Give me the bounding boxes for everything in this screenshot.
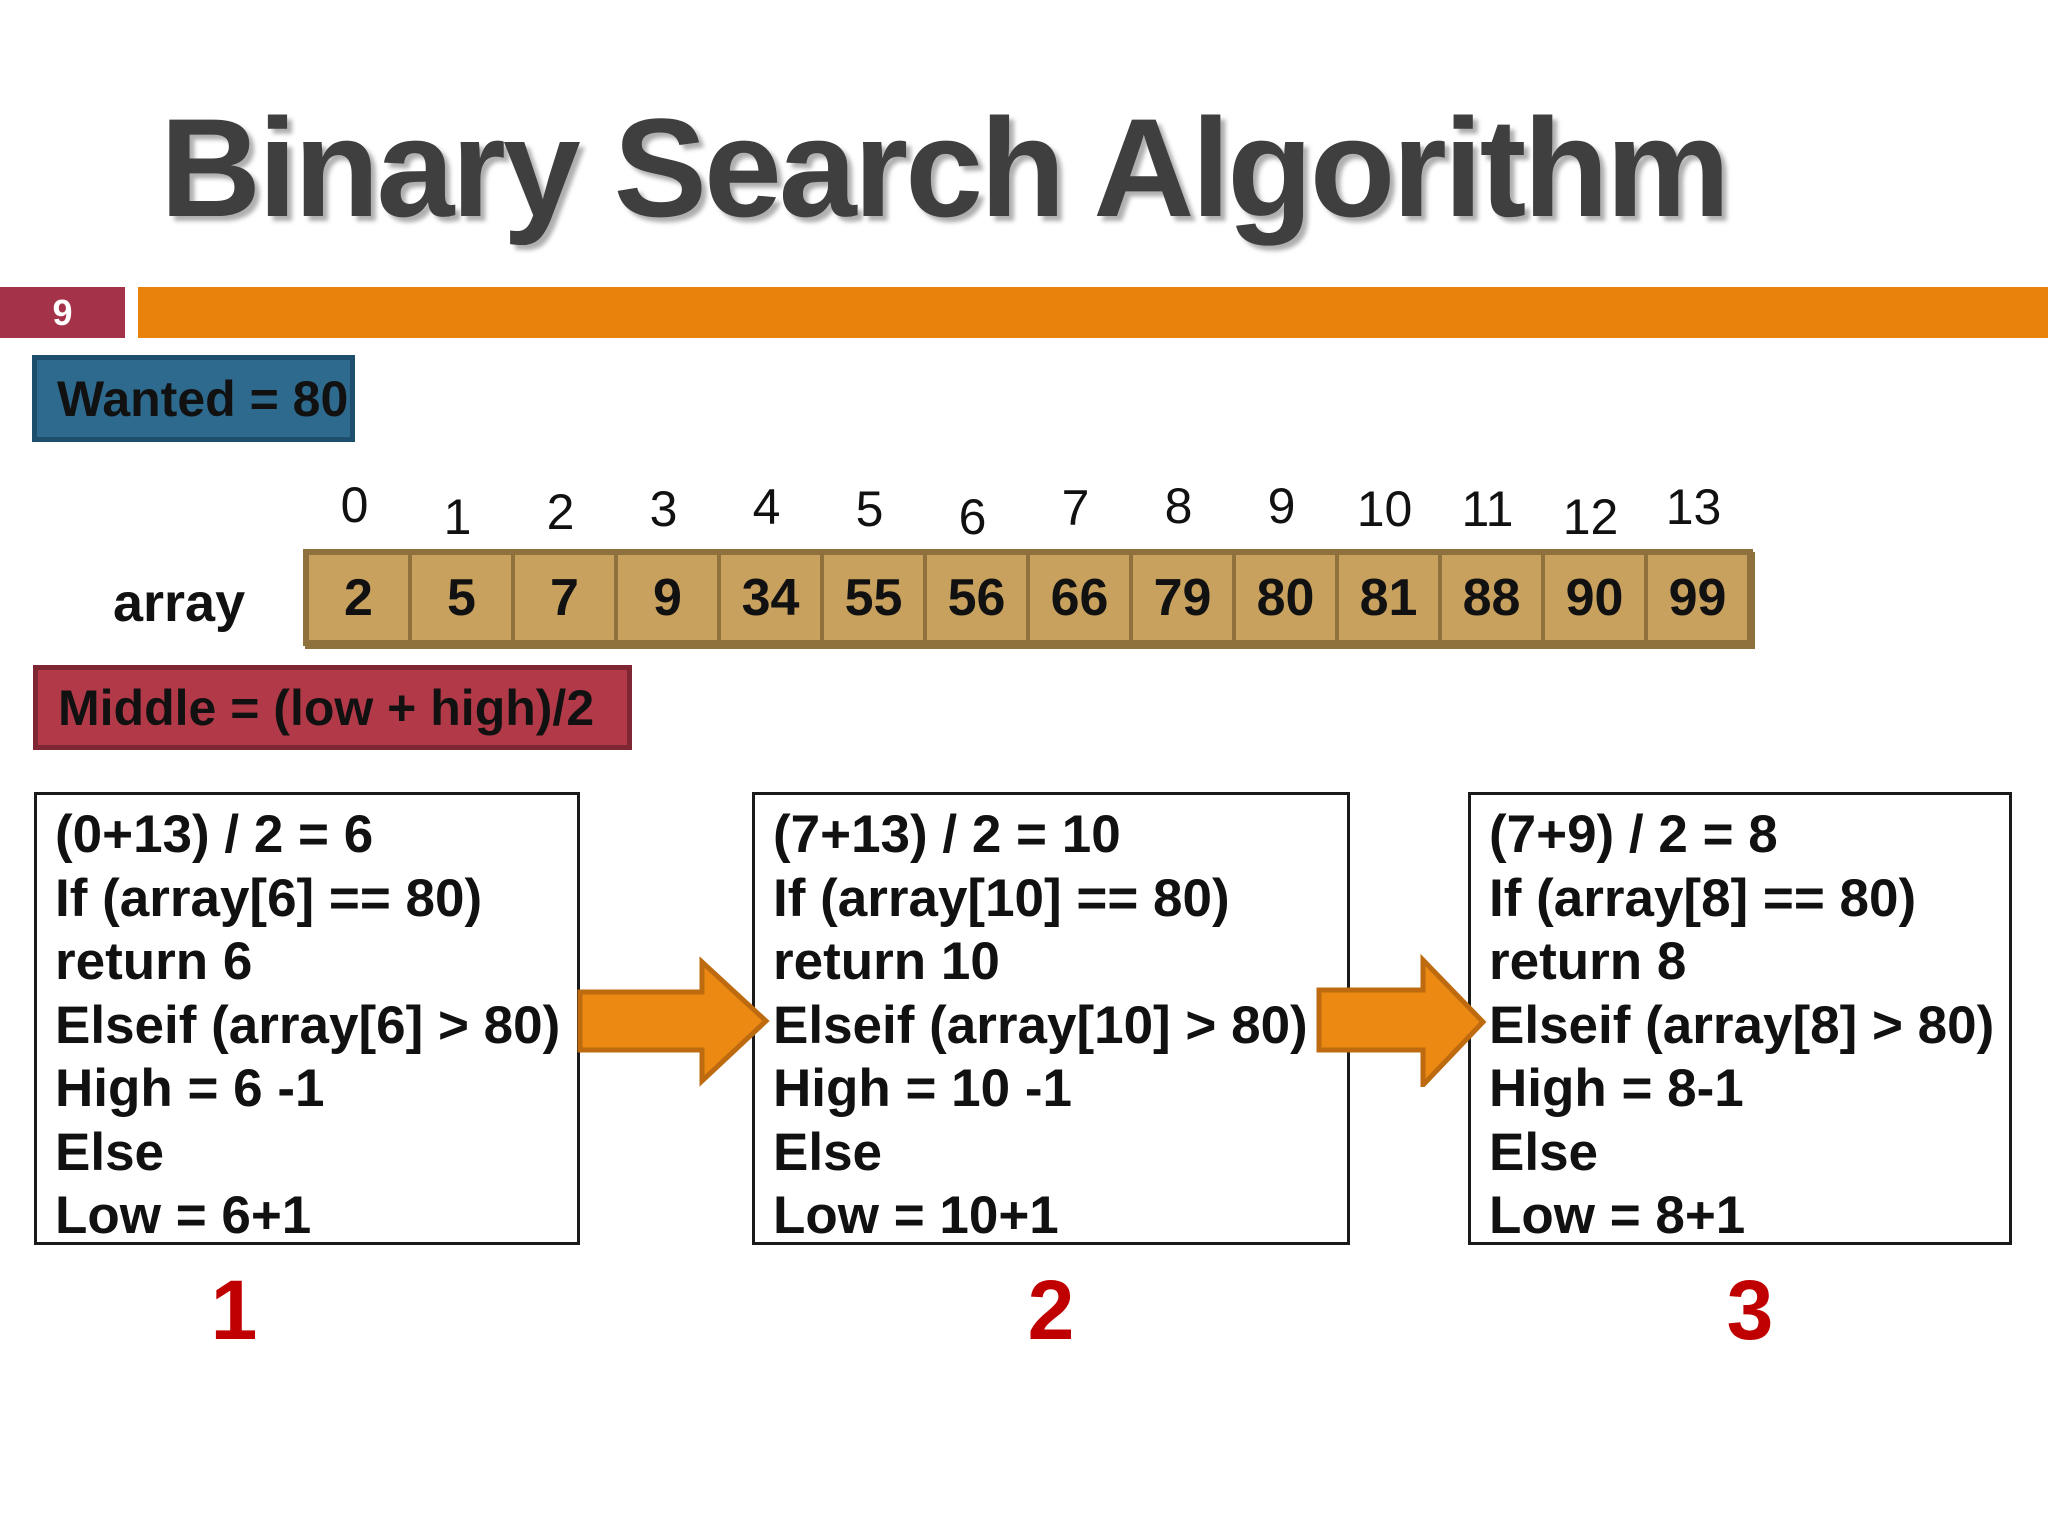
array-cell: 34 — [719, 553, 822, 642]
array-cell: 99 — [1646, 553, 1749, 642]
array-cell: 66 — [1028, 553, 1131, 642]
page-title: Binary Search Algorithm — [160, 89, 1730, 246]
array-index-label: 7 — [1061, 480, 1090, 536]
page-number-badge: 9 — [0, 287, 125, 338]
array-cell: 2 — [307, 553, 410, 642]
array-cell: 7 — [513, 553, 616, 642]
middle-formula-label: Middle = (low + high)/2 — [58, 679, 595, 736]
step-3-code-box: (7+9) / 2 = 8 If (array[8] == 80) return… — [1468, 792, 2012, 1245]
arrow-right-icon — [577, 956, 770, 1087]
array-cell: 56 — [925, 553, 1028, 642]
arrow-right-icon — [1316, 954, 1487, 1087]
page-number: 9 — [52, 291, 73, 333]
array-label: array — [113, 573, 246, 633]
step-2-code: (7+13) / 2 = 10 If (array[10] == 80) ret… — [773, 805, 1308, 1245]
array-cell: 9 — [616, 553, 719, 642]
step-3-code: (7+9) / 2 = 8 If (array[8] == 80) return… — [1489, 805, 1995, 1245]
array-index-label: 2 — [546, 484, 575, 540]
array-index-label: 0 — [340, 477, 369, 533]
array-cell: 90 — [1543, 553, 1646, 642]
accent-bar — [138, 287, 2048, 338]
wanted-value-box: Wanted = 80 — [32, 355, 355, 442]
middle-formula-box: Middle = (low + high)/2 — [33, 665, 632, 750]
array-index-label: 3 — [649, 481, 678, 537]
array-index-label: 12 — [1562, 489, 1619, 545]
array-cell: 79 — [1131, 553, 1234, 642]
step-1-number: 1 — [210, 1263, 258, 1357]
step-2-number: 2 — [1027, 1263, 1075, 1357]
array-cell: 88 — [1440, 553, 1543, 642]
array-index-label: 11 — [1461, 481, 1514, 537]
array-index-label: 1 — [443, 489, 472, 545]
array-index-label: 6 — [958, 489, 987, 545]
step-1-code: (0+13) / 2 = 6 If (array[6] == 80) retur… — [55, 805, 561, 1245]
array-index-label: 9 — [1267, 478, 1296, 534]
array-cell: 81 — [1337, 553, 1440, 642]
array-cell: 5 — [410, 553, 513, 642]
wanted-label: Wanted = 80 — [57, 370, 349, 427]
array-cell: 80 — [1234, 553, 1337, 642]
array-index-label: 10 — [1356, 481, 1413, 537]
array-index-label: 5 — [855, 481, 884, 537]
array-index-label: 8 — [1164, 478, 1193, 534]
array-index-label: 13 — [1665, 479, 1722, 535]
array-index-label: 4 — [752, 479, 781, 535]
step-3-number: 3 — [1726, 1263, 1774, 1357]
step-2-code-box: (7+13) / 2 = 10 If (array[10] == 80) ret… — [752, 792, 1350, 1245]
step-1-code-box: (0+13) / 2 = 6 If (array[6] == 80) retur… — [34, 792, 580, 1245]
array-cell: 55 — [822, 553, 925, 642]
